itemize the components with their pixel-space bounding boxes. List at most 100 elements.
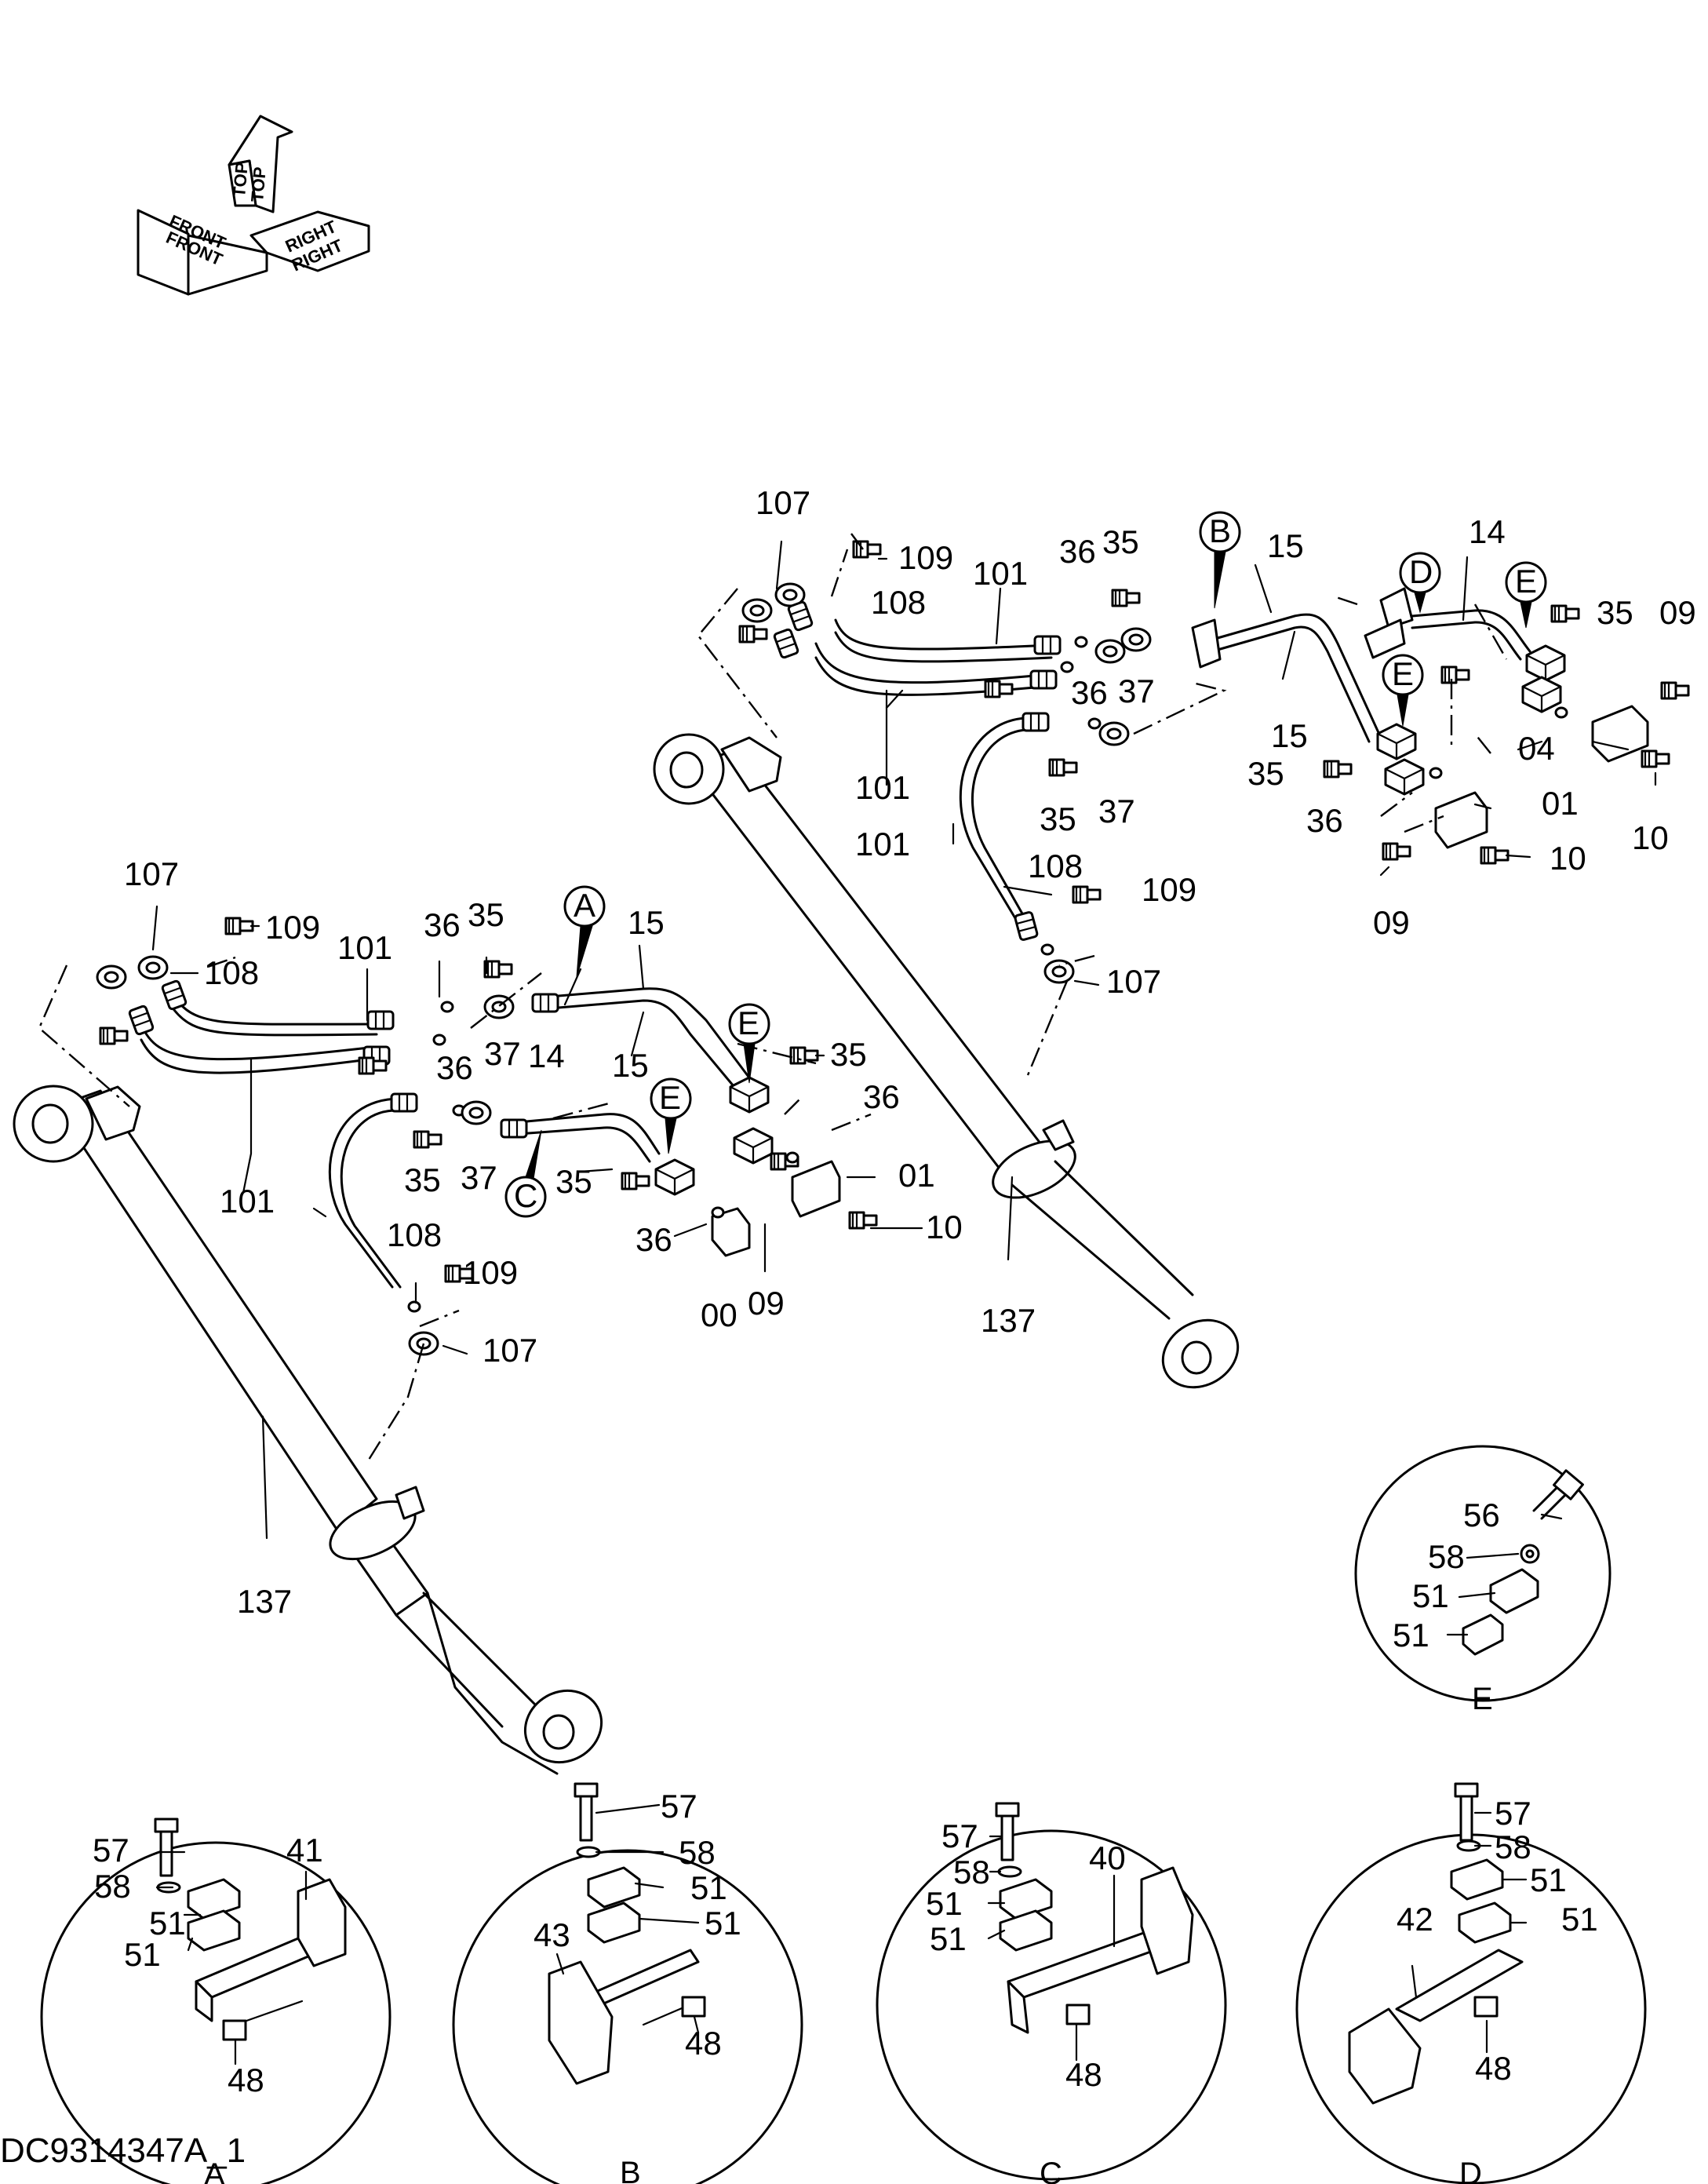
detail-e-caption: E — [1472, 1682, 1493, 1716]
callout-108-left-top: 108 — [204, 954, 259, 991]
callout-109-right-top: 109 — [898, 539, 953, 576]
orientation-top-label: TOP — [229, 162, 252, 199]
callout-01-left: 01 — [898, 1157, 935, 1194]
detail-a-part-57: 57 — [93, 1832, 129, 1869]
callout-35-right-c: 35 — [1597, 594, 1633, 631]
orientation-top-label-2: TOP — [247, 166, 270, 203]
detail-b-part-58: 58 — [679, 1834, 716, 1871]
callout-01-right: 01 — [1542, 785, 1579, 822]
detail-a-caption: A — [204, 2157, 225, 2184]
callout-37-right-b: 37 — [1098, 793, 1135, 829]
callout-09-left: 09 — [748, 1285, 785, 1322]
detail-d — [1295, 1782, 1647, 2184]
detail-d-part-51b: 51 — [1561, 1901, 1598, 1938]
right-cylinder — [653, 733, 1240, 1389]
detail-c-part-51a: 51 — [926, 1885, 963, 1922]
callout-35-left-a: 35 — [468, 896, 504, 933]
marker-c-label: C — [514, 1177, 537, 1214]
detail-e-part-56: 56 — [1463, 1497, 1500, 1533]
detail-d-part-48: 48 — [1475, 2050, 1512, 2087]
callout-10-left: 10 — [926, 1209, 963, 1245]
left-cylinder — [13, 1085, 603, 1775]
detail-b-part-51a: 51 — [690, 1869, 727, 1906]
detail-b-part-48: 48 — [685, 2025, 722, 2062]
callout-101-left-upper: 101 — [337, 929, 392, 966]
left-block-01 — [791, 1160, 841, 1218]
callout-36-left-d: 36 — [635, 1221, 672, 1258]
marker-e1-label: E — [737, 1004, 759, 1041]
callout-36-left-a: 36 — [424, 906, 461, 943]
callout-109-right-bottom: 109 — [1142, 871, 1196, 908]
detail-b-caption: B — [620, 2156, 641, 2184]
detail-b-part-57: 57 — [661, 1788, 697, 1825]
callout-09-right-b: 09 — [1373, 904, 1410, 941]
detail-c — [876, 1802, 1227, 2181]
callout-15-right-upper: 15 — [1267, 527, 1304, 564]
right-block-04 — [1591, 705, 1649, 763]
left-block-00 — [711, 1207, 751, 1257]
callout-35-right-d: 35 — [1247, 755, 1284, 792]
detail-c-part-51b: 51 — [930, 1920, 967, 1957]
detail-d-part-57: 57 — [1495, 1795, 1531, 1832]
detail-d-part-42: 42 — [1397, 1901, 1433, 1938]
detail-d-caption: D — [1459, 2157, 1482, 2184]
detail-b-part-51b: 51 — [705, 1905, 741, 1942]
callout-101-right-lower: 101 — [855, 769, 910, 806]
marker-b-label: B — [1209, 512, 1231, 549]
detail-a-part-41: 41 — [286, 1832, 323, 1869]
callout-35-left-b: 35 — [404, 1161, 441, 1198]
detail-d-part-51a: 51 — [1530, 1861, 1567, 1898]
callout-108-right-top: 108 — [871, 584, 926, 621]
callout-10-right-a: 10 — [1632, 819, 1669, 856]
callout-109-left-bottom: 109 — [463, 1254, 518, 1291]
callout-14-right: 14 — [1469, 513, 1506, 550]
leader-lines — [151, 540, 1657, 2066]
marker-e4-label: E — [1392, 655, 1414, 692]
callout-15-right-lower: 15 — [1271, 717, 1308, 754]
right-block-01 — [1434, 791, 1488, 849]
callout-36-right-b: 36 — [1071, 674, 1108, 711]
detail-a-part-58: 58 — [94, 1868, 131, 1905]
detail-c-part-57: 57 — [941, 1818, 978, 1854]
right-hose-assembly — [697, 533, 1690, 1076]
callout-37-right-a: 37 — [1118, 673, 1155, 709]
callout-36-left-b: 36 — [436, 1049, 473, 1086]
callout-09-right-a: 09 — [1659, 594, 1696, 631]
callout-108-left-bottom: 108 — [387, 1216, 442, 1253]
callout-35-left-c: 35 — [830, 1036, 867, 1073]
callout-108-right-bottom: 108 — [1028, 848, 1083, 884]
callout-107-left-top: 107 — [124, 855, 179, 892]
callout-00-left: 00 — [701, 1296, 737, 1333]
callout-04-right: 04 — [1518, 730, 1555, 767]
callout-101-right-upper: 101 — [973, 555, 1028, 592]
left-hose-assembly — [38, 917, 878, 1460]
detail-a-part-51a: 51 — [149, 1905, 186, 1942]
callout-35-right-a: 35 — [1102, 523, 1139, 560]
callout-107-right-top: 107 — [756, 484, 810, 521]
callout-labels: 107 109 108 101 101 101 36 35 37 A 15 15… — [0, 484, 1696, 2184]
callout-137-left: 137 — [237, 1583, 292, 1620]
detail-a-part-48: 48 — [228, 2062, 264, 2098]
callout-109-left-top: 109 — [265, 909, 320, 946]
marker-d-label: D — [1409, 553, 1433, 590]
callout-37-left-a: 37 — [484, 1035, 521, 1072]
detail-e — [1354, 1445, 1611, 1702]
callout-15-left-lower: 15 — [612, 1047, 649, 1084]
detail-c-part-58: 58 — [953, 1854, 990, 1890]
detail-e-part-51a: 51 — [1412, 1577, 1449, 1614]
callout-35-right-b: 35 — [1040, 800, 1076, 837]
orientation-symbol: FRONT FRONT TOP TOP RIGHT RIGHT — [137, 115, 370, 296]
marker-a-label: A — [574, 887, 595, 924]
document-id: DC9314347A_1 — [0, 2131, 246, 2170]
callout-137-right: 137 — [981, 1302, 1036, 1339]
detail-e-part-58: 58 — [1428, 1538, 1465, 1575]
callout-10-right-b: 10 — [1550, 840, 1586, 877]
location-markers — [504, 511, 1547, 1218]
detail-c-part-40: 40 — [1089, 1839, 1126, 1876]
detail-d-part-58: 58 — [1495, 1829, 1531, 1865]
callout-36-right-a: 36 — [1059, 533, 1096, 570]
callout-101-right-side: 101 — [855, 826, 910, 862]
detail-b-part-43: 43 — [534, 1916, 570, 1953]
marker-e2-label: E — [659, 1079, 681, 1116]
